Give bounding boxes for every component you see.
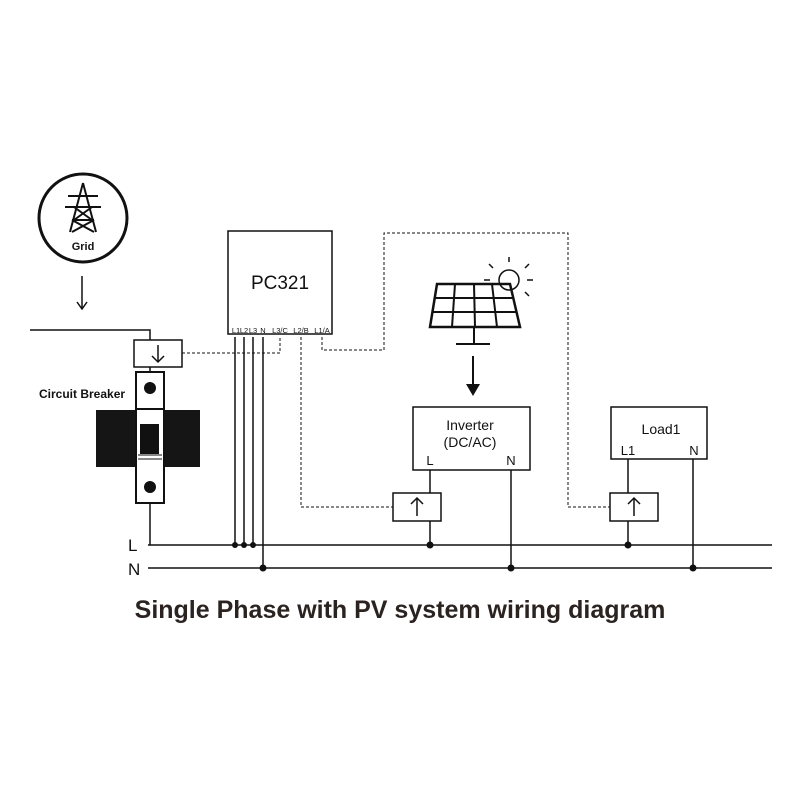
circuit-breaker [96,371,200,504]
solar-panel-icon [428,282,522,345]
grid-symbol: Grid [37,172,129,264]
junction-dots [232,541,697,572]
load-terminal-l1: L1 [621,443,635,458]
meter-voltage-leads [234,337,264,568]
inverter-subtitle: (DC/AC) [444,434,497,450]
supply-wire [30,329,151,372]
diagram-caption: Single Phase with PV system wiring diagr… [134,596,666,624]
inverter-title: Inverter [446,417,494,433]
arrow-down-icon [151,345,165,364]
line-bus-label: L [128,536,137,555]
sun-icon [484,257,533,297]
inverter: Inverter (DC/AC) L N [412,406,531,471]
terminal-l1: L1 [232,326,240,335]
load1: Load1 L1 N [610,406,708,460]
arrow-up-icon [410,496,424,516]
grid-arrow [76,276,88,311]
inverter-terminal-n: N [506,453,515,468]
terminal-l2: L2 [240,326,248,335]
grid-label: Grid [72,241,95,253]
terminal-l3c: L3/C [272,326,288,335]
neutral-bus-label: N [128,560,140,579]
terminal-n: N [260,326,265,335]
ct-sensor-inverter [392,492,442,522]
load-title: Load1 [642,421,681,437]
breaker-label: Circuit Breaker [39,387,125,401]
ct-sensor-grid [133,339,183,368]
load-terminal-n: N [689,443,698,458]
pc321-meter: PC321 L1 L2 L3 N L3/C L2/B L1/A [227,230,333,335]
terminal-l1a: L1/A [314,326,329,335]
pv-arrow-head [466,384,480,396]
transmission-tower-icon [65,182,101,233]
ct-sensor-load [609,492,659,522]
arrow-up-icon [627,496,641,516]
bus-lines [148,544,772,569]
ct-signal-wires [182,232,610,508]
meter-name: PC321 [251,273,309,294]
inverter-terminal-l: L [426,453,433,468]
inverter-wires [429,470,512,568]
terminal-l2b: L2/B [293,326,308,335]
terminal-l3: L3 [249,326,257,335]
